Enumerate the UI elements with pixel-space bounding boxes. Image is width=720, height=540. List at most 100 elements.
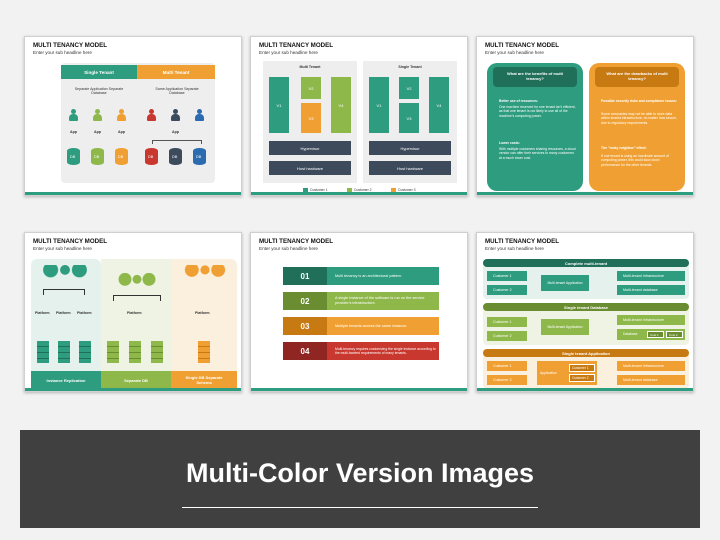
item-number: 01 [283,267,327,285]
section-heading: Single tenant Application [483,349,689,357]
platform-label: Platform [35,311,50,315]
single-tenant-header: Single Tenant [61,65,137,79]
item-number: 02 [283,292,327,310]
customer-box: Customer 1 [487,271,527,281]
infrastructure-box: Multi-tenant Infrastructure [617,361,685,371]
db-label: DB [94,155,100,159]
column-panel-1 [31,259,101,389]
server-stack-icon [129,341,141,363]
legend-label: Customer 2 [354,188,372,192]
customer-box: Customer 2 [487,285,527,295]
database-label: Database [623,332,638,336]
users-group-icon [117,273,157,291]
server-stack-icon [58,341,70,363]
list-item: 01 Multi tenancy is an architectural pat… [283,267,439,285]
benefit-2-text: With multiple customers sharing resource… [499,147,576,160]
app-customer-box: Customer 2 [569,374,595,382]
drawback-1-text: Some companies may not be able to store … [601,112,678,125]
slide-thumbnail-3[interactable]: MULTI TENANCY MODEL Enter your sub headl… [476,36,694,196]
hypervisor-bar: Hypervisor [269,141,351,155]
slide-thumbnail-5[interactable]: MULTI TENANCY MODEL Enter your sub headl… [250,232,468,392]
list-item: 02 A single instance of the software is … [283,292,439,310]
benefit-1-heading: Better use of resources: [499,99,539,103]
slide-subtitle: Enter your sub headline here [485,50,544,55]
server-stack-icon [151,341,163,363]
db-label: DB [70,155,76,159]
customer-box: Customer 2 [487,375,527,385]
benefit-1-text: One machine reserved for one tenant isn'… [499,105,576,118]
user-icon [147,109,156,121]
platform-label: Platform [195,311,210,315]
connector-line [113,295,161,301]
benefits-heading: What are the benefits of multi tenancy? [506,71,563,81]
user-icon [69,109,78,121]
database-icon [169,148,182,165]
db-label: DB [196,155,202,159]
slide-thumbnail-2[interactable]: MULTI TENANCY MODEL Enter your sub headl… [250,36,468,196]
item-number: 03 [283,317,327,335]
legend-swatch [347,188,352,192]
benefit-2-heading: Lower costs: [499,141,520,145]
section-heading: Single tenant Database [483,303,689,311]
database-icon [193,148,206,165]
platform-label: Platform [77,311,92,315]
drawback-2-heading: The "noisy neighbor" effect: [601,146,647,150]
multi-tenant-header: Multi Tenant [137,65,215,79]
vm-block: V4 [429,77,449,133]
infrastructure-box: Multi-tenant Infrastructure [617,271,685,281]
db-label: DB [118,155,124,159]
host-hardware-bar: Host hardware [369,161,451,175]
slide-subtitle: Enter your sub headline here [33,246,92,251]
section-heading: Complete multi-tenant [483,259,689,267]
infrastructure-box: Multi-tenant Infrastructure [617,315,685,325]
slide-thumbnail-1[interactable]: MULTI TENANCY MODEL Enter your sub headl… [24,36,242,196]
column-panel-3 [171,259,237,389]
app-label: App [70,130,77,134]
slide-thumbnail-6[interactable]: MULTI TENANCY MODEL Enter your sub headl… [476,232,694,392]
server-stack-icon [107,341,119,363]
item-number: 04 [283,342,327,360]
server-stack-icon [198,341,210,363]
slide-title: MULTI TENANCY MODEL [259,42,334,49]
single-tenant-label: Single Tenant [398,65,422,69]
customer-box: Customer 2 [487,331,527,341]
tenant-db-box: Cust 2 [666,331,683,338]
single-db-schema-label: Single DB Separate Schema [171,371,237,389]
database-box: Multi-tenant database [617,285,685,295]
platform-label: Platform [56,311,71,315]
title-banner: Multi-Color Version Images [20,430,700,528]
banner-underline [182,507,538,508]
user-icon [93,109,102,121]
item-text: A single instance of the software is run… [335,296,425,305]
slide-title: MULTI TENANCY MODEL [485,42,560,49]
application-label: Application [540,371,557,375]
server-stack-icon [79,341,91,363]
vm-block: V3 [399,103,419,133]
drawbacks-heading: What are the drawbacks of multi tenancy? [606,71,668,81]
item-text: Multiple tenants access the same instanc… [335,323,408,328]
app-label: App [118,130,125,134]
tenant-db-box: Cust 1 [647,331,664,338]
legend-label: Customer 3 [398,188,416,192]
database-icon [115,148,128,165]
item-text: Multi-tenancy requires customizing the s… [335,346,436,355]
separate-db-label: Separate DB [101,371,171,389]
database-icon [67,148,80,165]
vm-block: V3 [301,103,321,133]
legend-label: Customer 1 [310,188,328,192]
db-label: DB [172,155,178,159]
app-label: App [172,130,179,134]
host-hardware-bar: Host hardware [269,161,351,175]
legend-swatch [303,188,308,192]
customer-box: Customer 1 [487,361,527,371]
app-label: App [94,130,101,134]
vm-block: V1 [369,77,389,133]
database-icon [145,148,158,165]
drawback-1-heading: Possible security risks and compliance i… [601,99,677,103]
database-box: Multi-tenant database [617,375,685,385]
database-icon [91,148,104,165]
slide-thumbnail-4[interactable]: MULTI TENANCY MODEL Enter your sub headl… [24,232,242,392]
list-item: 03 Multiple tenants access the same inst… [283,317,439,335]
users-group-icon [183,265,227,279]
legend-swatch [391,188,396,192]
